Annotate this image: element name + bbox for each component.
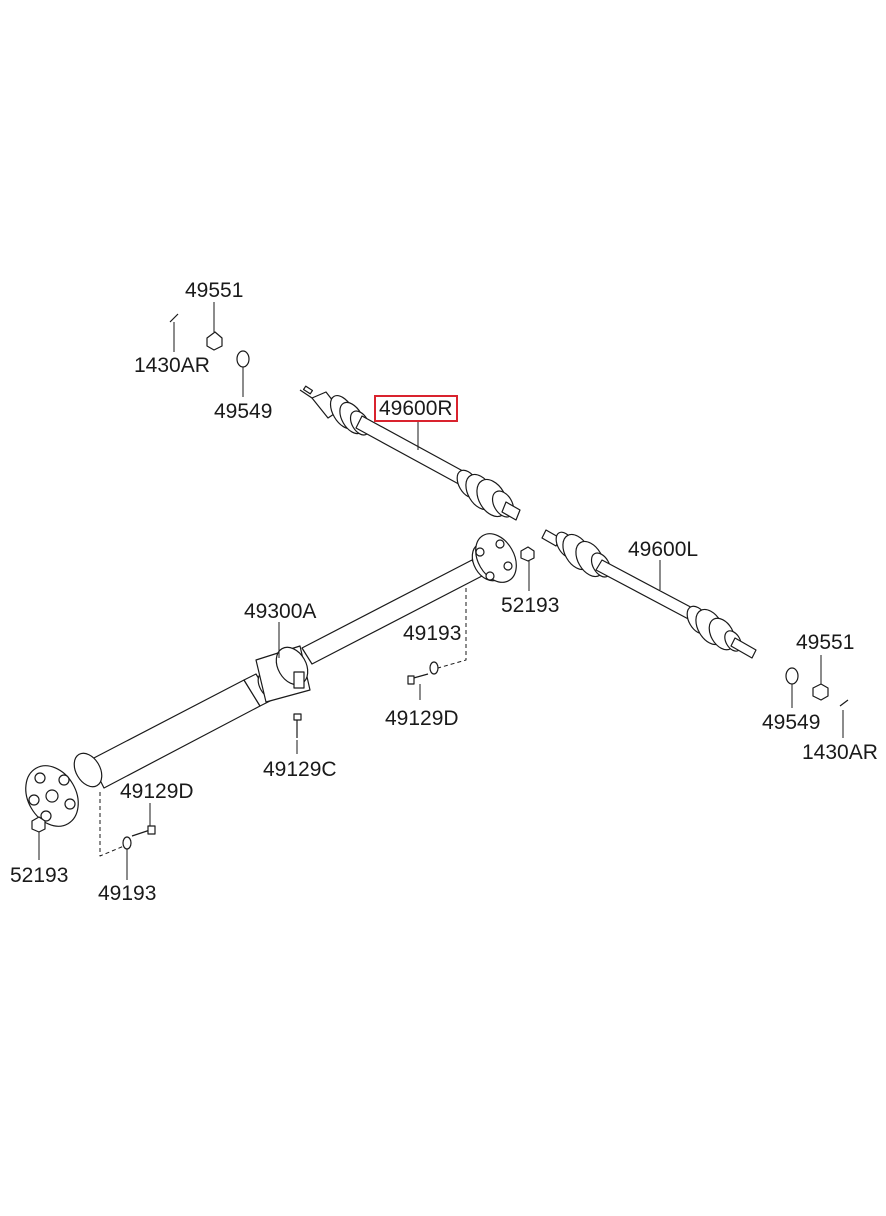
label-49300a[interactable]: 49300A (244, 600, 317, 623)
hardware (31, 313, 849, 850)
label-52193-right[interactable]: 52193 (501, 594, 560, 617)
label-49129d-mid[interactable]: 49129D (385, 707, 459, 730)
label-49193-low[interactable]: 49193 (98, 882, 157, 905)
label-49129c[interactable]: 49129C (263, 758, 337, 781)
label-49549-right[interactable]: 49549 (762, 711, 821, 734)
propeller-shaft (25, 533, 517, 827)
label-49129d-low[interactable]: 49129D (120, 780, 194, 803)
label-52193-left[interactable]: 52193 (10, 864, 69, 887)
label-49549-top[interactable]: 49549 (214, 400, 273, 423)
dashed-guides (99, 588, 467, 857)
label-49551-right[interactable]: 49551 (796, 631, 855, 654)
label-49193-mid[interactable]: 49193 (403, 622, 462, 645)
label-49551-top[interactable]: 49551 (185, 279, 244, 302)
label-49600l[interactable]: 49600L (628, 538, 699, 561)
label-1430ar-right[interactable]: 1430AR (802, 741, 878, 764)
drive-shaft-left (541, 529, 757, 659)
leader-lines (38, 302, 844, 880)
label-1430ar-top[interactable]: 1430AR (134, 354, 210, 377)
label-49600r-highlighted[interactable]: 49600R (374, 395, 458, 422)
drive-shaft-right (299, 385, 521, 521)
